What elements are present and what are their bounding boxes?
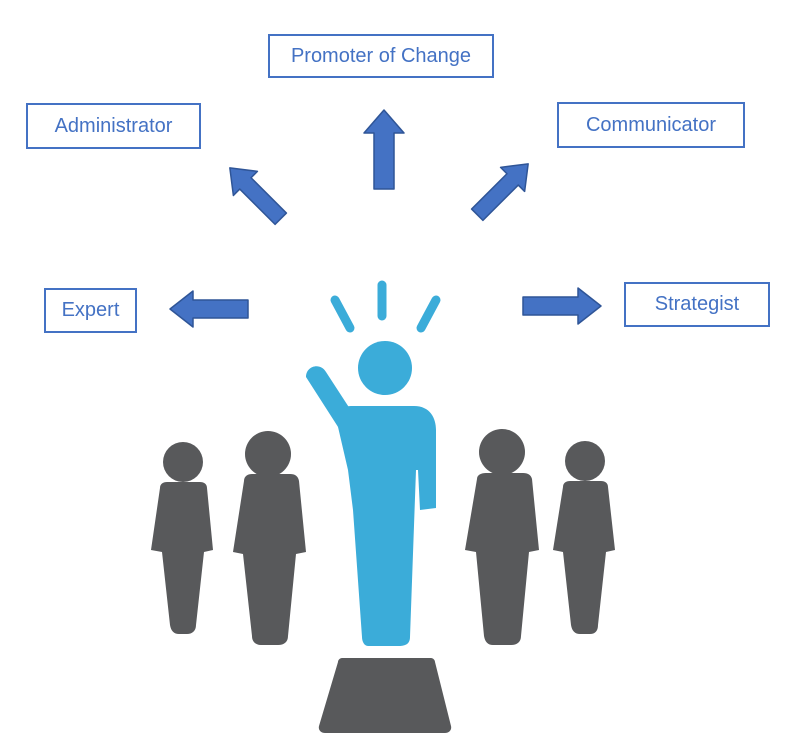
role-label-promoter-of-change: Promoter of Change — [290, 44, 472, 67]
person-icon — [553, 441, 615, 634]
leader-figure-icon — [306, 280, 441, 646]
role-label-expert: Expert — [61, 299, 120, 321]
role-label-strategist: Strategist — [654, 293, 740, 315]
arrow-up-right-icon — [470, 163, 529, 222]
podium-icon — [318, 658, 452, 733]
arrow-up-left-icon — [229, 167, 288, 226]
person-icon — [233, 431, 306, 645]
role-box-promoter-of-change: Promoter of Change — [268, 34, 494, 78]
arrows — [169, 109, 602, 328]
arrow-up-icon — [363, 109, 405, 190]
role-label-administrator: Administrator — [54, 114, 173, 137]
sparkle-rays — [330, 280, 441, 333]
role-label-communicator: Communicator — [585, 113, 717, 136]
arrow-right-icon — [522, 287, 602, 325]
role-box-strategist: Strategist — [624, 282, 770, 327]
person-icon — [151, 442, 213, 634]
crowd — [151, 429, 615, 645]
role-box-administrator: Administrator — [26, 103, 201, 149]
role-box-communicator: Communicator — [557, 102, 745, 148]
person-icon — [465, 429, 539, 645]
arrow-left-icon — [169, 290, 249, 328]
role-box-expert: Expert — [44, 288, 137, 333]
